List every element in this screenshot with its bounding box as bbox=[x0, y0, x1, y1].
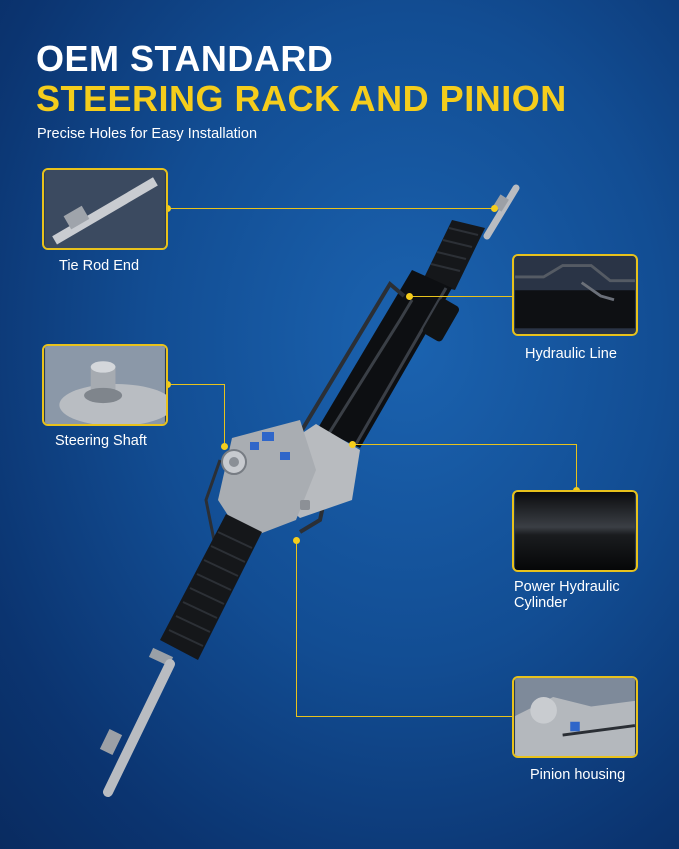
connector-dot bbox=[349, 441, 356, 448]
tie-rod-end-thumbnail bbox=[42, 168, 168, 250]
connector-dot bbox=[406, 293, 413, 300]
steering-shaft-label: Steering Shaft bbox=[55, 433, 147, 449]
hydraulic-line-label: Hydraulic Line bbox=[525, 346, 617, 362]
pinion-housing-label: Pinion housing bbox=[530, 767, 626, 783]
tie-rod-end-label: Tie Rod End bbox=[59, 258, 140, 274]
pinion-housing-thumbnail bbox=[512, 676, 638, 758]
page-subtitle: Precise Holes for Easy Installation bbox=[37, 126, 258, 142]
connector-dot bbox=[293, 537, 300, 544]
connector-pinion-h bbox=[296, 716, 512, 717]
connector-pinion-v bbox=[296, 540, 297, 716]
power-hydraulic-cylinder-label-line2: Cylinder bbox=[514, 595, 568, 611]
connector-cylinder-h bbox=[352, 444, 576, 445]
connector-dot bbox=[491, 205, 498, 212]
connector-steering-shaft-v bbox=[224, 384, 225, 446]
power-hydraulic-cylinder-thumbnail bbox=[512, 490, 638, 572]
connector-tie-rod bbox=[168, 208, 494, 209]
page-title-line1: OEM STANDARD bbox=[36, 38, 334, 79]
steering-shaft-thumbnail bbox=[42, 344, 168, 426]
connector-dot bbox=[221, 443, 228, 450]
connector-cylinder-v bbox=[576, 444, 577, 490]
page-title-line2: STEERING RACK AND PINION bbox=[36, 78, 567, 119]
power-hydraulic-cylinder-label: Power Hydraulic Cylinder bbox=[514, 579, 620, 611]
hydraulic-line-thumbnail bbox=[512, 254, 638, 336]
connector-steering-shaft-h bbox=[168, 384, 224, 385]
power-hydraulic-cylinder-label-line1: Power Hydraulic bbox=[514, 579, 620, 595]
connector-hydraulic-line bbox=[410, 296, 512, 297]
